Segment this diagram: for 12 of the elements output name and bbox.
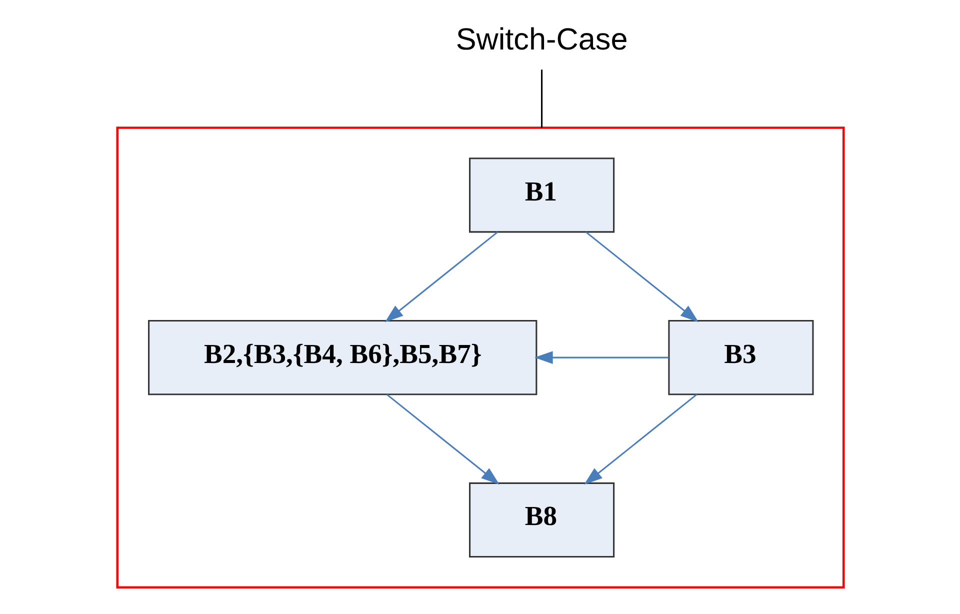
arrow [386,394,500,485]
node-box: B1 [468,158,614,233]
node-text: Switch-Case [455,22,628,57]
arrow [534,351,668,364]
node-box: B3 [668,320,814,396]
cluster [116,126,844,589]
node-box: B8 [468,482,614,558]
connector [540,70,542,128]
node-box: B2,{B3,{B4, B6},B5,B7} [148,320,537,396]
arrow [584,394,697,485]
arrow [384,231,498,322]
arrow [585,231,698,322]
